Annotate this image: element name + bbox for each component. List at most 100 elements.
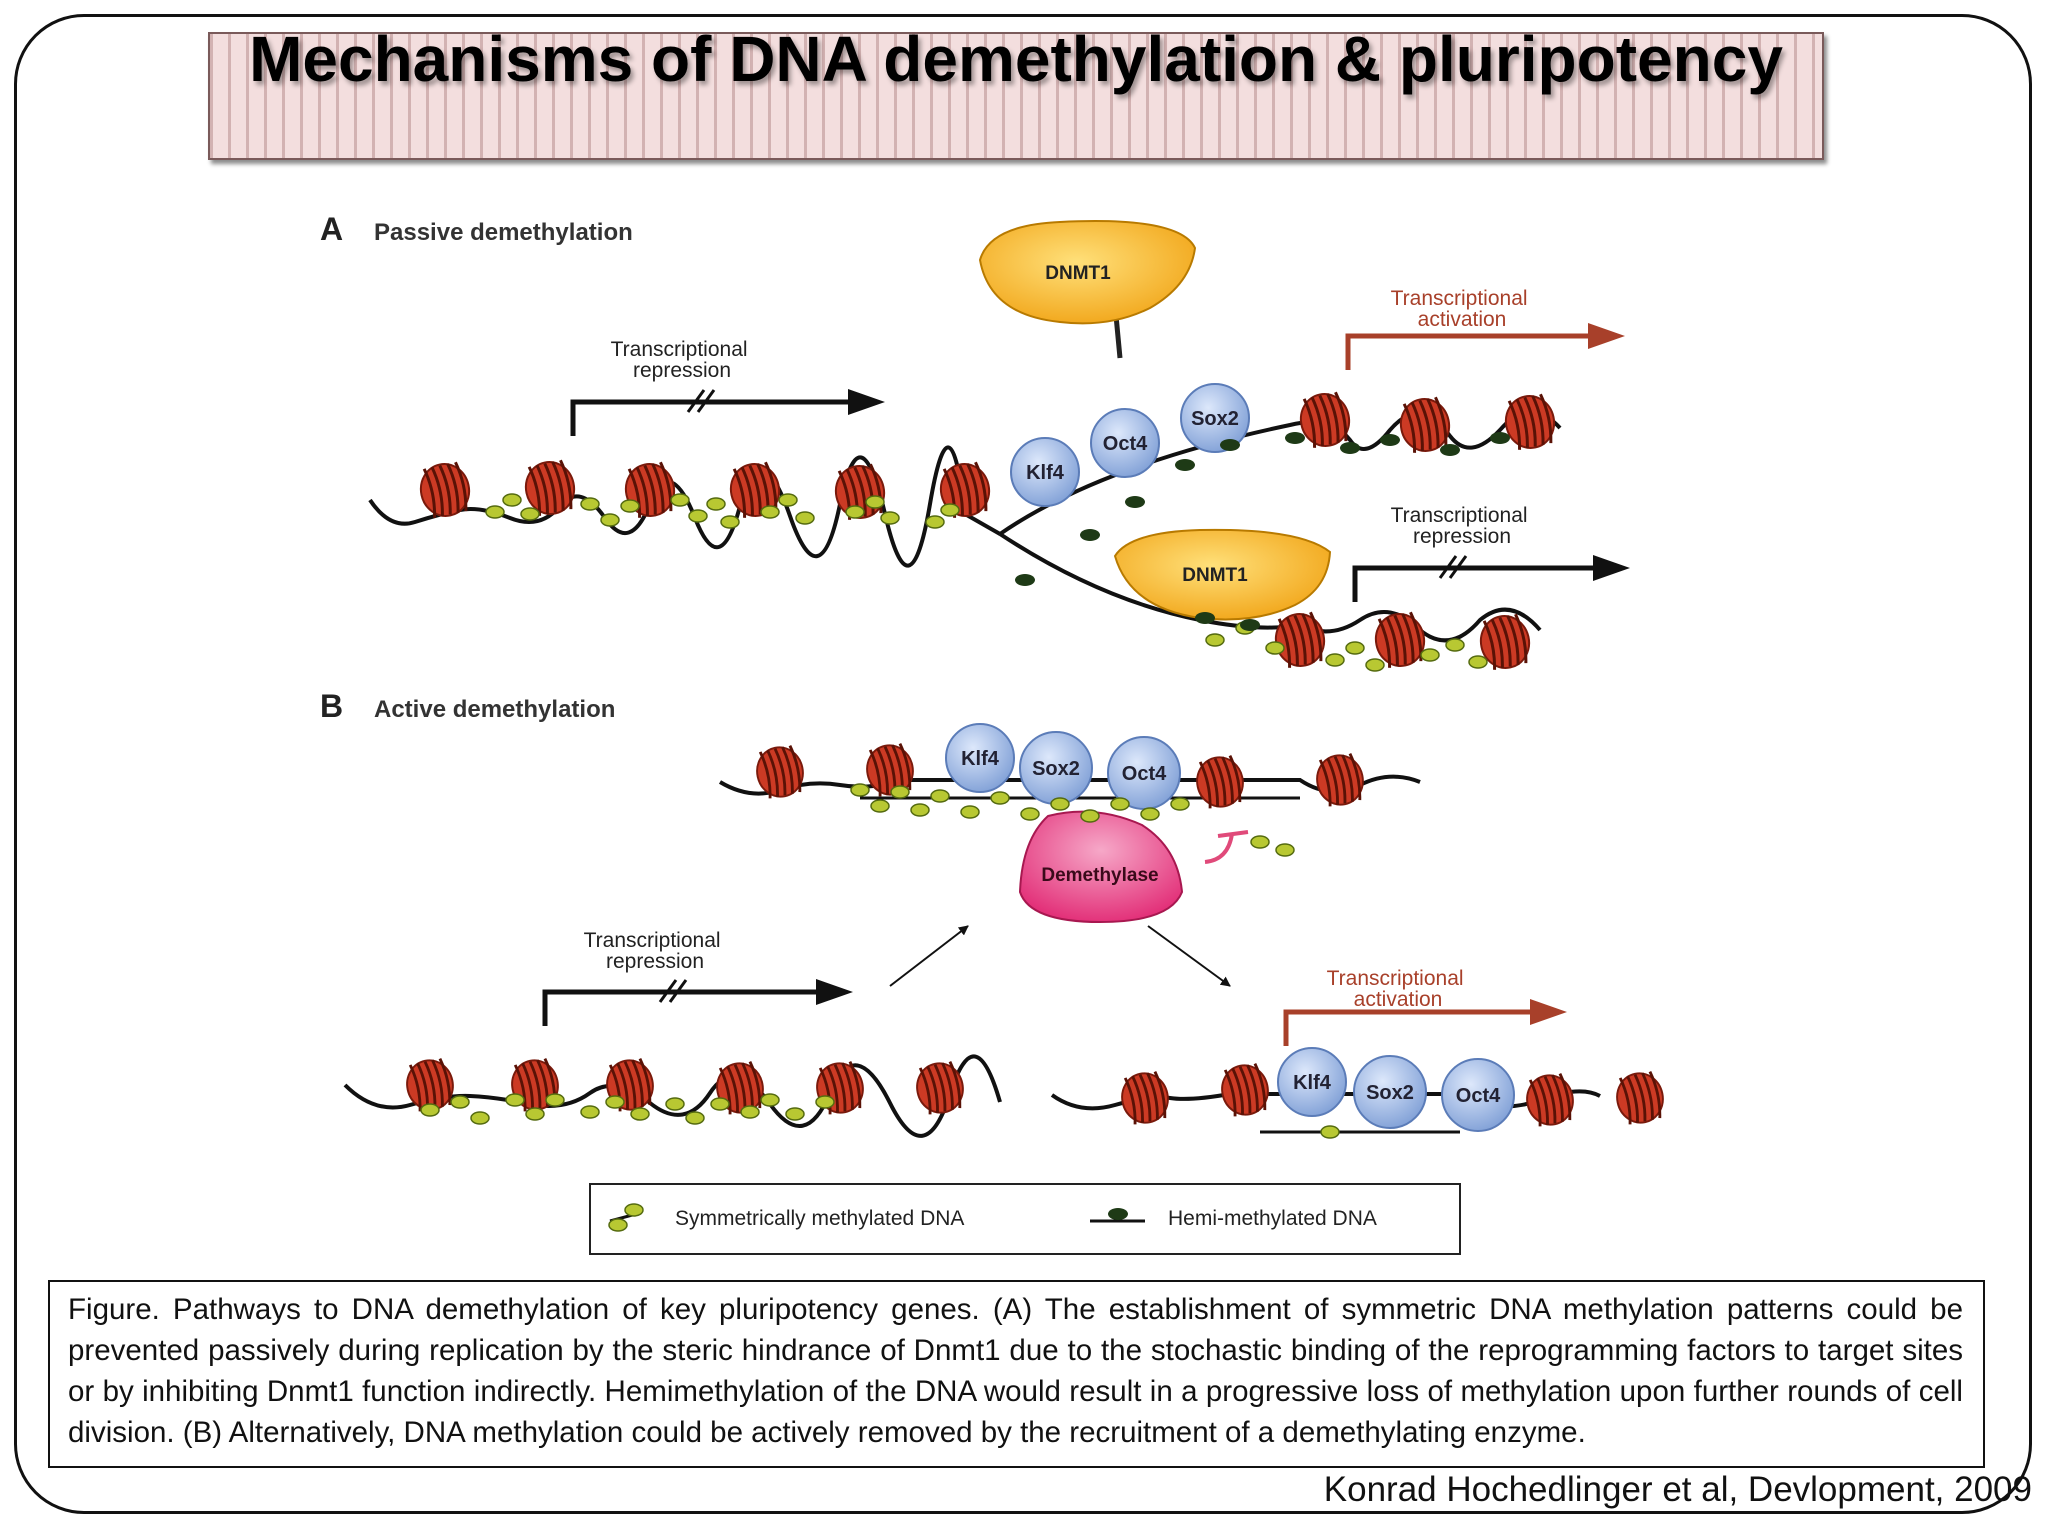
methyl-mark-symmetric xyxy=(1140,807,1160,821)
factor-oct4-label: Oct4 xyxy=(1456,1085,1501,1107)
factor-klf4 xyxy=(1010,437,1080,507)
methyl-mark-symmetric xyxy=(795,511,815,525)
panel-b-letter: B xyxy=(320,688,343,724)
methyl-mark-hemi xyxy=(1080,529,1100,541)
panel-a-letter: A xyxy=(320,211,343,247)
methyl-mark-symmetric xyxy=(850,783,870,797)
nucleosome xyxy=(1316,752,1364,807)
methyl-mark-symmetric xyxy=(665,1097,685,1111)
nucleosome xyxy=(866,742,914,797)
methyl-mark-symmetric xyxy=(865,495,885,509)
factor-sox2-label: Sox2 xyxy=(1191,408,1239,430)
factor-sox2-label: Sox2 xyxy=(1032,758,1080,780)
lower-repression-arrow-head xyxy=(1593,555,1630,581)
panel-a-repression-label: Transcriptional repression xyxy=(611,338,754,382)
nucleosome xyxy=(1221,1062,1269,1117)
nucleosome xyxy=(1121,1070,1169,1125)
methyl-mark-symmetric xyxy=(1275,843,1295,857)
nucleosome xyxy=(419,461,471,518)
methyl-mark-symmetric xyxy=(688,509,708,523)
methyl-mark-symmetric xyxy=(1445,638,1465,652)
methyl-mark-symmetric xyxy=(605,1095,625,1109)
dnmt1-enzyme-lower xyxy=(1113,528,1332,621)
methyl-mark-symmetric xyxy=(940,503,960,517)
repression-arrow-head xyxy=(848,389,885,415)
methyl-mark-hemi xyxy=(1440,444,1460,456)
methyl-mark-symmetric xyxy=(600,513,620,527)
methyl-mark-symmetric xyxy=(685,1111,705,1125)
factor-sox2 xyxy=(1353,1055,1427,1129)
dnmt1-label-top: DNMT1 xyxy=(1045,263,1111,284)
methyl-mark-symmetric xyxy=(880,511,900,525)
nucleosome xyxy=(756,744,804,799)
methyl-mark-symmetric xyxy=(870,799,890,813)
title-banner xyxy=(208,32,1824,160)
legend-symmetric-icon xyxy=(608,1203,644,1232)
legend-symmetric-label: Symmetrically methylated DNA xyxy=(675,1207,964,1230)
repression-arrow-head xyxy=(816,979,853,1005)
methyl-mark-symmetric xyxy=(520,507,540,521)
methyl-mark-symmetric xyxy=(845,505,865,519)
methyl-mark-symmetric xyxy=(760,505,780,519)
methyl-mark-symmetric xyxy=(720,515,740,529)
methyl-mark-symmetric xyxy=(1365,658,1385,672)
methyl-mark-symmetric xyxy=(1468,655,1488,669)
slide-frame xyxy=(14,14,2032,1514)
legend-hemi-icon xyxy=(1090,1208,1145,1223)
methyl-mark-symmetric xyxy=(420,1103,440,1117)
methyl-mark-symmetric xyxy=(1250,835,1270,849)
repression-arrow xyxy=(570,399,850,436)
nucleosome xyxy=(524,459,576,516)
activation-arrow-head xyxy=(1588,323,1625,349)
factor-klf4-label: Klf4 xyxy=(1293,1072,1332,1094)
methyl-mark-symmetric xyxy=(1050,797,1070,811)
methyl-mark-symmetric xyxy=(990,791,1010,805)
nucleosome xyxy=(1399,396,1451,453)
factor-klf4 xyxy=(1277,1047,1347,1117)
methyl-mark-symmetric xyxy=(630,1107,650,1121)
methyl-mark-symmetric xyxy=(620,499,640,513)
methyl-mark-symmetric xyxy=(778,493,798,507)
methyl-mark-symmetric xyxy=(815,1095,835,1109)
methyl-mark-hemi xyxy=(1220,439,1240,451)
process-arrow xyxy=(1147,925,1231,987)
methyl-mark-symmetric xyxy=(1170,797,1190,811)
factor-sox2-label: Sox2 xyxy=(1366,1082,1414,1104)
methyl-mark-symmetric xyxy=(505,1093,525,1107)
process-arrow xyxy=(889,925,969,987)
methyl-mark-symmetric xyxy=(1205,633,1225,647)
repression-arrow xyxy=(542,989,818,1026)
methyl-mark-symmetric xyxy=(1420,648,1440,662)
factor-oct4-label: Oct4 xyxy=(1122,763,1167,785)
nucleosome xyxy=(1479,613,1531,670)
methyl-mark-symmetric xyxy=(740,1105,760,1119)
demethylase-label: Demethylase xyxy=(1041,865,1158,886)
lower-repression-break xyxy=(1438,555,1468,579)
methyl-mark-hemi xyxy=(1015,574,1035,586)
panel-a-lower-repression-label: Transcriptional repression xyxy=(1391,504,1534,548)
methyl-mark-hemi xyxy=(1125,496,1145,508)
methyl-mark-symmetric xyxy=(960,805,980,819)
methyl-mark-symmetric xyxy=(485,505,505,519)
inhibitor-mark xyxy=(1204,830,1249,864)
activation-arrow xyxy=(1283,1009,1532,1046)
caption-box xyxy=(48,1280,1985,1468)
methyl-mark-symmetric xyxy=(785,1107,805,1121)
methyl-mark-symmetric xyxy=(1320,1125,1340,1139)
nucleosome xyxy=(1274,611,1326,668)
methyl-mark-symmetric xyxy=(545,1093,565,1107)
repression-break xyxy=(658,979,688,1003)
nucleosome xyxy=(1299,391,1351,448)
methyl-mark-symmetric xyxy=(670,493,690,507)
dna-strand xyxy=(343,1054,1002,1138)
slide-title: Mechanisms of DNA demethylation & plurip… xyxy=(249,23,1783,95)
repression-break xyxy=(686,389,716,413)
dna-strand xyxy=(998,532,1542,643)
methyl-mark-symmetric xyxy=(925,515,945,529)
methyl-mark-symmetric xyxy=(890,785,910,799)
methyl-mark-symmetric xyxy=(1110,797,1130,811)
lower-repression-arrow xyxy=(1352,565,1595,602)
nucleosome-group xyxy=(406,391,1664,1127)
legend-hemi-label: Hemi-methylated DNA xyxy=(1168,1207,1377,1230)
methyl-mark-hemi xyxy=(1195,612,1215,624)
